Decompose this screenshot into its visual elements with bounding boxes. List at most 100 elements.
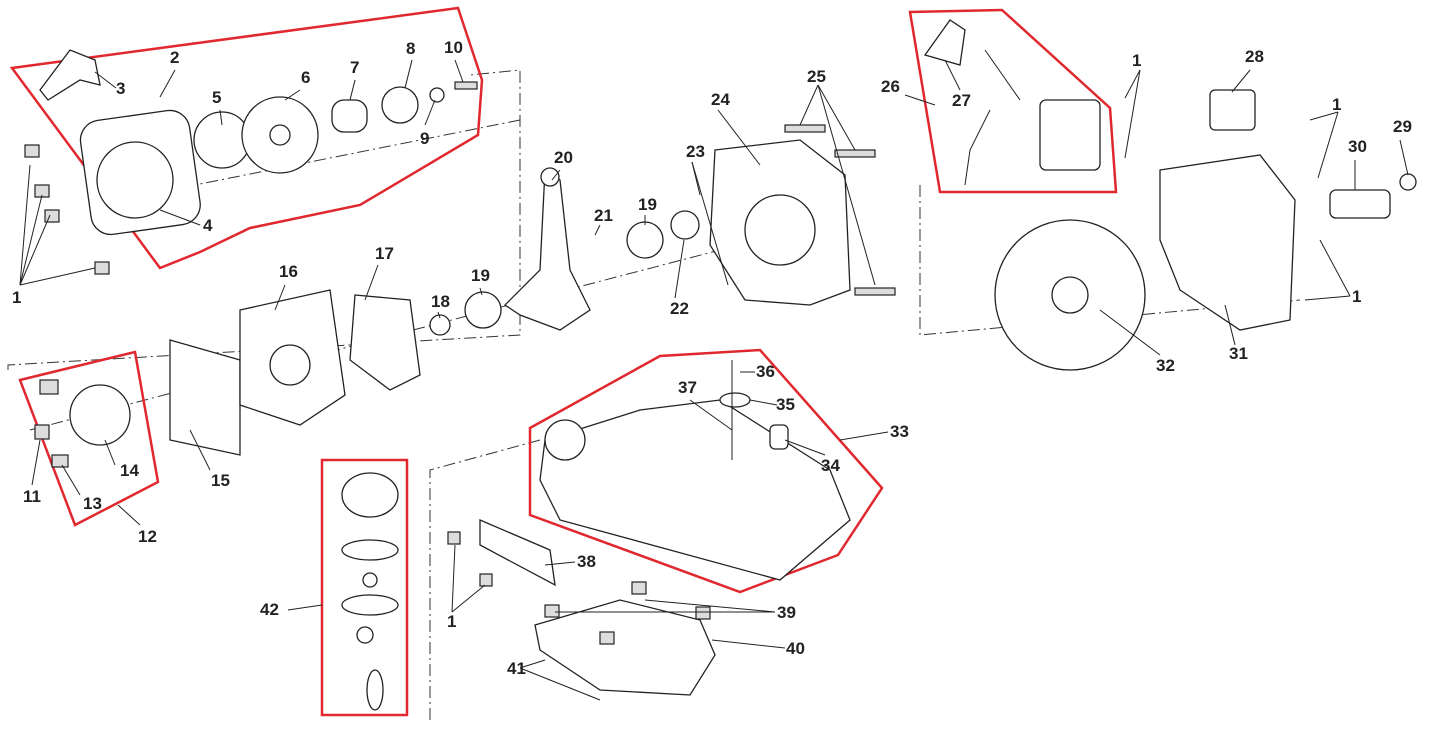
leader-line — [817, 84, 856, 151]
part-number-label: 21 — [594, 206, 613, 225]
starter-pulley-group-outline — [18, 350, 160, 527]
leader-line — [1317, 111, 1339, 179]
leader-line — [284, 89, 301, 101]
leader-line — [117, 504, 141, 526]
part-number-label: 13 — [83, 494, 102, 513]
part-number-label: 1 — [447, 612, 456, 631]
fuel-cap-group-outline — [320, 458, 409, 717]
leader-line — [1099, 309, 1161, 356]
part-number-label: 19 — [471, 266, 490, 285]
part-labels: 1111123456789101112131415161718191920212… — [12, 38, 1412, 678]
highlight-outlines — [9, 6, 1118, 717]
leader-line — [717, 109, 761, 166]
leader-line — [519, 667, 601, 701]
gasket-17 — [349, 294, 421, 391]
part-number-label: 15 — [211, 471, 230, 490]
switch-28 — [1209, 89, 1256, 131]
part-number-label: 26 — [881, 77, 900, 96]
leader-line — [1304, 295, 1351, 301]
part-number-label: 3 — [116, 79, 125, 98]
part-number-label: 25 — [807, 67, 826, 86]
part-number-label: 14 — [120, 461, 139, 480]
leader-line — [219, 109, 223, 126]
pulley-12 — [69, 384, 131, 446]
leader-line — [1124, 69, 1141, 159]
part-number-label: 27 — [952, 91, 971, 110]
leader-line — [349, 79, 356, 101]
ratchet-8 — [381, 86, 419, 124]
leader-line — [711, 639, 786, 649]
leader-line — [644, 599, 776, 613]
part-number-label: 19 — [638, 195, 657, 214]
part-number-label: 39 — [777, 603, 796, 622]
part-number-label: 9 — [420, 129, 429, 148]
part-number-label: 36 — [756, 362, 775, 381]
leader-line — [674, 239, 685, 299]
part-number-label: 17 — [375, 244, 394, 263]
ignition-coil-group-outline — [908, 8, 1118, 194]
part-number-label: 4 — [203, 216, 213, 235]
leader-line — [94, 71, 117, 89]
part-number-label: 1 — [1332, 95, 1341, 114]
parts — [24, 19, 1417, 711]
leader-line — [817, 84, 876, 286]
part-number-label: 1 — [1352, 287, 1361, 306]
part-number-label: 40 — [786, 639, 805, 658]
bracket-38 — [479, 519, 556, 587]
leader-line — [364, 264, 379, 301]
spark-plug-cap-27 — [923, 19, 966, 66]
part-number-label: 16 — [279, 262, 298, 281]
leader-line — [31, 439, 41, 486]
mount-40 — [534, 599, 716, 696]
part-number-label: 2 — [170, 48, 179, 67]
leader-line — [19, 194, 43, 286]
leader-line — [519, 659, 546, 669]
leader-line — [451, 584, 486, 613]
part-number-label: 35 — [776, 395, 795, 414]
part-number-label: 32 — [1156, 356, 1175, 375]
leader-line — [1309, 111, 1339, 121]
leader-line — [1319, 239, 1351, 297]
starter-handle — [39, 49, 101, 101]
leader-line — [189, 429, 211, 471]
leader-line — [944, 59, 961, 91]
fuel-cap-42 — [341, 472, 399, 518]
part-number-label: 33 — [890, 422, 909, 441]
leader-line — [61, 464, 81, 496]
leader-line — [437, 311, 441, 319]
leader-line — [479, 287, 483, 296]
leader-line — [451, 544, 456, 613]
part-number-label: 42 — [260, 600, 279, 619]
leader-line — [1399, 139, 1409, 176]
leader-line — [551, 169, 561, 181]
part-number-label: 10 — [444, 38, 463, 57]
part-number-label: 34 — [821, 456, 840, 475]
shaft-30 — [1329, 189, 1391, 219]
part-number-label: 12 — [138, 527, 157, 546]
leader-line — [404, 59, 413, 89]
part-number-label: 6 — [301, 68, 310, 87]
leader-line — [19, 214, 51, 286]
leader-line — [784, 439, 826, 456]
crankshaft-20 — [503, 168, 591, 331]
leader-line — [159, 69, 176, 98]
part-number-label: 37 — [678, 378, 697, 397]
part-number-label: 8 — [406, 39, 415, 58]
leader-line — [19, 267, 96, 286]
leader-line — [104, 439, 116, 466]
leader-line — [274, 284, 286, 311]
leader-line — [904, 94, 936, 106]
leader-lines — [19, 59, 1409, 701]
leader-line — [287, 604, 323, 611]
part-number-label: 20 — [554, 148, 573, 167]
part-number-label: 30 — [1348, 137, 1367, 156]
part-number-label: 31 — [1229, 344, 1248, 363]
spring-5 — [193, 111, 251, 169]
recoil-starter-group-outline — [9, 6, 484, 270]
part-number-label: 7 — [350, 58, 359, 77]
part-number-label: 1 — [1132, 51, 1141, 70]
part-number-label: 11 — [23, 487, 41, 506]
leader-line — [839, 431, 889, 441]
part-number-label: 1 — [12, 288, 21, 307]
